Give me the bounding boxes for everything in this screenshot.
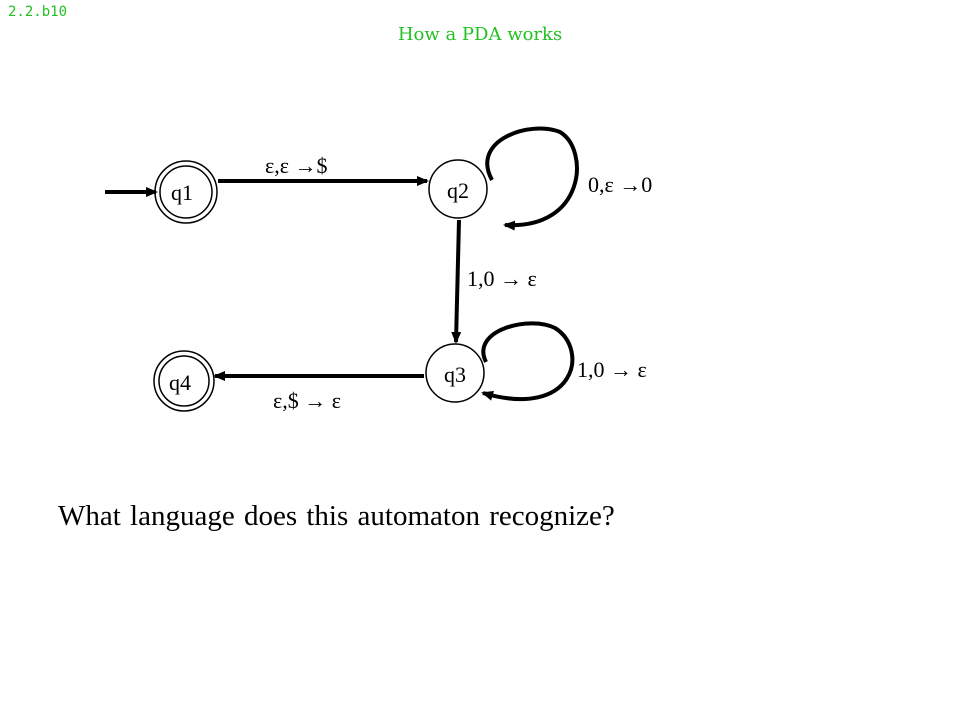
transition-q1-q2-label: ε,ε →$	[265, 153, 327, 178]
transition-q3-q3-label: 1,0 → ε	[577, 357, 647, 382]
state-q1-label: q1	[171, 180, 193, 205]
state-q4-label: q4	[169, 370, 191, 395]
transition-q3-q3	[481, 321, 575, 401]
transition-q2-q3-label: 1,0 → ε	[467, 266, 537, 291]
question-text: What language does this automaton recogn…	[58, 500, 615, 532]
slide-id: 2.2.b10	[8, 4, 68, 20]
slide-title: How a PDA works	[397, 24, 563, 45]
transition-q2-q3	[451, 219, 462, 344]
state-q3: q3	[425, 343, 485, 403]
state-q2: q2	[428, 159, 488, 219]
state-q2-label: q2	[447, 178, 469, 203]
transition-q2-q2-label: 0,ε →0	[588, 172, 652, 197]
state-q1: q1	[154, 160, 218, 224]
state-q4: q4	[153, 350, 215, 412]
transition-q2-q2	[485, 126, 579, 231]
state-q3-label: q3	[444, 362, 466, 387]
transition-q3-q4-label: ε,$ → ε	[273, 388, 341, 413]
